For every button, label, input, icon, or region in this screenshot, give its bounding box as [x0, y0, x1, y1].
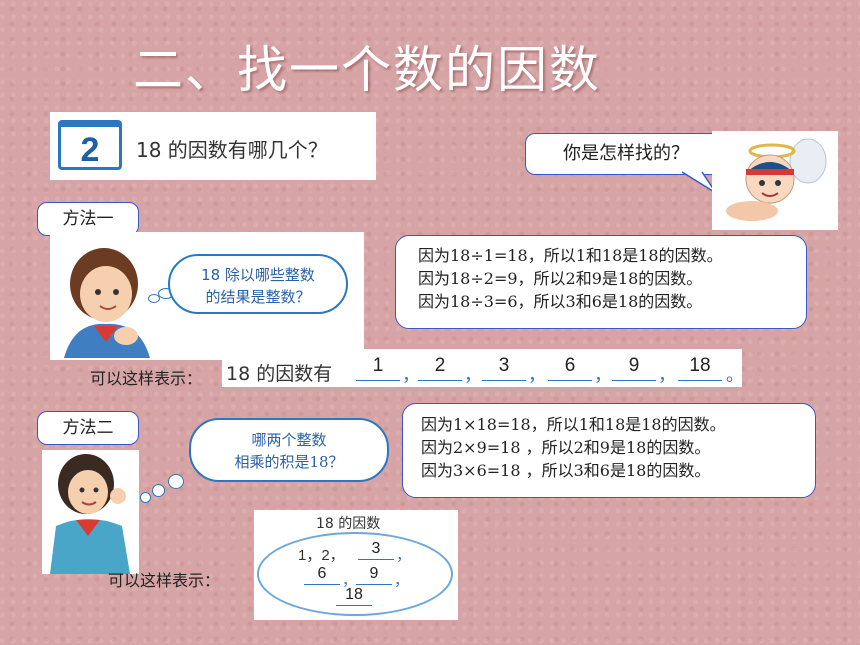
answer-blank: 1 [356, 355, 400, 381]
method2-explanation-box: 因为1×18=18，所以1和18是18的因数。 因为2×9=18 ，所以2和9是… [402, 403, 816, 498]
factor-set-blank: 6 [304, 565, 340, 585]
girl-illustration [42, 450, 139, 574]
factor-set-diagram: 18 的因数 1，2， 3 ， 6 ， 9 ， 18 [254, 510, 458, 620]
ask-speech-bubble: 你是怎样找的？ [525, 133, 727, 175]
factor-set-ellipse [257, 532, 453, 616]
method2-thought-cloud: 哪两个整数 相乘的积是18？ [189, 418, 389, 482]
method2-explain-line3: 因为3×6=18 ，所以3和6是18的因数。 [421, 461, 711, 480]
cupid-icon [726, 138, 827, 221]
method1-represent-label: 可以这样表示： [90, 369, 203, 388]
answer-blank: 3 [482, 355, 526, 381]
page-title: 二、找一个数的因数 [133, 41, 601, 99]
method2-thought-line1: 哪两个整数 [251, 431, 327, 449]
method1-label: 方法一 [37, 202, 139, 236]
method1-thought-line1: 18 除以哪些整数 [201, 266, 315, 284]
method1-answer-box: 18 的因数有 1 ， 2 ， 3 ， 6 ， 9 ， 18 。 [222, 349, 744, 387]
method2-label: 方法二 [37, 411, 139, 445]
method2-explain-line2: 因为2×9=18 ，所以2和9是18的因数。 [421, 438, 711, 457]
answer-blank: 2 [418, 355, 462, 381]
question-number-badge: 2 [58, 120, 122, 170]
answer-blank: 18 [678, 355, 722, 381]
method2-thought-line2: 相乘的积是18？ [234, 453, 344, 471]
answer-blank: 6 [548, 355, 592, 381]
method1-explain-line1: 因为18÷1=18，所以1和18是18的因数。 [418, 246, 723, 265]
method1-explain-line2: 因为18÷2=9，所以2和9是18的因数。 [418, 269, 703, 288]
factor-set-given: 1，2， [298, 547, 345, 564]
boy-illustration-icon [64, 248, 150, 358]
method1-thought-line2: 的结果是整数？ [205, 288, 311, 306]
question-text: 18 的因数有哪几个？ [136, 138, 328, 162]
method1-explanation-box: 因为18÷1=18，所以1和18是18的因数。 因为18÷2=9，所以2和9是1… [395, 235, 807, 329]
factor-set-blank: 9 [356, 565, 392, 585]
answer-lead-text: 18 的因数有 [226, 363, 333, 385]
method1-thought-cloud: 18 除以哪些整数 的结果是整数？ [168, 254, 348, 314]
girl-illustration-icon [50, 454, 130, 574]
boy-thinking-panel: 18 除以哪些整数 的结果是整数？ [50, 232, 364, 360]
method1-explain-line3: 因为18÷3=6，所以3和6是18的因数。 [418, 292, 703, 311]
method2-represent-label: 可以这样表示： [108, 571, 221, 590]
question-box: 2 18 的因数有哪几个？ [50, 112, 376, 180]
cupid-illustration [712, 131, 838, 230]
factor-set-blank: 3 [358, 540, 394, 560]
method2-explain-line1: 因为1×18=18，所以1和18是18的因数。 [421, 415, 726, 434]
answer-blank: 9 [612, 355, 656, 381]
factor-set-title: 18 的因数 [316, 516, 381, 532]
factor-set-blank: 18 [336, 586, 372, 606]
